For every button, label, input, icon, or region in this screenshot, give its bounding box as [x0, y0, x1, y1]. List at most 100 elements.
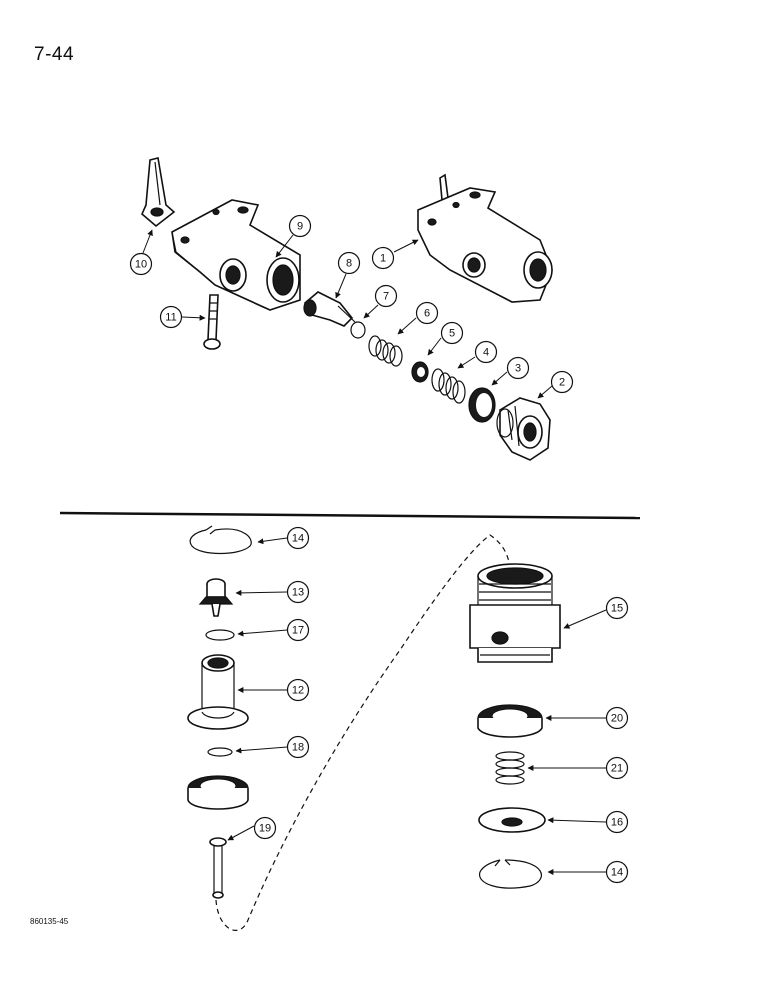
callout-number: 2	[559, 377, 565, 389]
callout-number: 21	[611, 763, 623, 775]
callout-number: 9	[297, 221, 303, 233]
callout-bubble	[286, 580, 310, 604]
callout-6: 6	[397, 301, 439, 335]
callout-bubble	[286, 526, 310, 550]
callout-13: 13	[235, 580, 310, 604]
assembly-flow-line	[215, 534, 511, 931]
callout-number: 14	[292, 533, 304, 545]
callout-16: 16	[547, 810, 629, 834]
callout-number: 13	[292, 587, 304, 599]
callout-bubble	[605, 756, 629, 780]
callout-number: 1	[380, 253, 386, 265]
callout-number: 4	[483, 347, 489, 359]
plunger-part-8	[303, 291, 356, 327]
leader-line	[142, 229, 153, 254]
callout-18: 18	[235, 735, 310, 759]
callout-bubble	[550, 370, 574, 394]
callout-number: 17	[292, 625, 304, 637]
snap-ring-part-14-lower	[479, 859, 542, 889]
callout-number: 5	[449, 328, 455, 340]
callout-bubble	[605, 596, 629, 620]
leader-line	[275, 234, 294, 258]
callout-number: 12	[292, 685, 304, 697]
section-divider	[59, 511, 641, 520]
callout-number: 11	[165, 312, 176, 324]
callout-number: 8	[346, 258, 352, 270]
callout-bubble	[129, 252, 153, 276]
callout-bubble	[288, 214, 312, 238]
callout-4: 4	[457, 340, 498, 369]
figure-reference-code: 860135-45	[30, 917, 69, 926]
callout-20: 20	[545, 706, 629, 730]
leader-line	[235, 746, 288, 754]
leader-line	[335, 273, 347, 299]
leader-line	[227, 825, 255, 841]
leader-line	[563, 609, 607, 629]
callout-bubble	[286, 678, 310, 702]
callout-number: 10	[135, 259, 147, 271]
leader-line	[363, 304, 379, 319]
callout-bubble	[474, 340, 498, 364]
spring-part-4	[431, 368, 466, 404]
bracket-part-10	[141, 157, 176, 228]
callout-number: 20	[611, 713, 623, 725]
callout-19: 19	[227, 816, 277, 841]
callout-2: 2	[537, 370, 574, 399]
callout-bubble	[371, 246, 395, 270]
callout-bubble	[440, 321, 464, 345]
snap-ring-part-14-upper	[189, 525, 252, 555]
callout-bubble	[506, 356, 530, 380]
callout-7: 7	[363, 284, 398, 319]
leader-line	[427, 337, 442, 356]
callout-12: 12	[237, 678, 310, 702]
callout-bubble	[415, 301, 439, 325]
callout-bubble	[286, 735, 310, 759]
plug-part-2	[496, 397, 551, 461]
leader-line	[393, 239, 419, 253]
callout-bubble	[253, 816, 277, 840]
valve-seat-part-19	[187, 775, 249, 899]
callout-10: 10	[129, 229, 153, 276]
leader-line	[457, 356, 476, 369]
callout-bubble	[605, 860, 629, 884]
callout-number: 7	[383, 291, 389, 303]
o-ring-part-17	[205, 629, 235, 641]
page-number: 7-44	[34, 44, 75, 65]
leader-line	[257, 537, 288, 545]
leader-line	[491, 371, 508, 386]
callout-1: 1	[371, 239, 419, 270]
sleeve-part-12	[187, 654, 249, 730]
callout-11: 11	[159, 305, 206, 329]
o-ring-part-7	[350, 321, 366, 339]
callout-number: 6	[424, 308, 430, 320]
spring-part-6	[368, 335, 403, 367]
callout-bubble	[374, 284, 398, 308]
callout-bubble	[159, 305, 183, 329]
callout-14: 14	[257, 526, 310, 550]
callout-8: 8	[335, 251, 361, 299]
callout-17: 17	[237, 618, 310, 642]
bolt-part-11	[203, 294, 221, 350]
leader-line	[537, 385, 553, 399]
callout-9: 9	[275, 214, 312, 258]
spring-part-21	[495, 751, 525, 785]
callout-number: 15	[611, 603, 623, 615]
leader-line	[237, 629, 288, 637]
callout-bubble	[605, 706, 629, 730]
washer-part-16	[478, 807, 546, 833]
callout-14: 14	[547, 860, 629, 884]
callout-3: 3	[491, 356, 530, 386]
o-ring-part-18	[207, 747, 233, 757]
callout-number: 14	[611, 867, 623, 879]
valve-body-part-1	[417, 173, 553, 303]
leader-line	[181, 314, 206, 321]
callout-5: 5	[427, 321, 464, 356]
callout-21: 21	[527, 756, 629, 780]
seat-part-20	[477, 704, 543, 738]
poppet-part-13	[198, 578, 234, 617]
leader-line	[235, 589, 288, 596]
callout-number: 19	[259, 823, 271, 835]
